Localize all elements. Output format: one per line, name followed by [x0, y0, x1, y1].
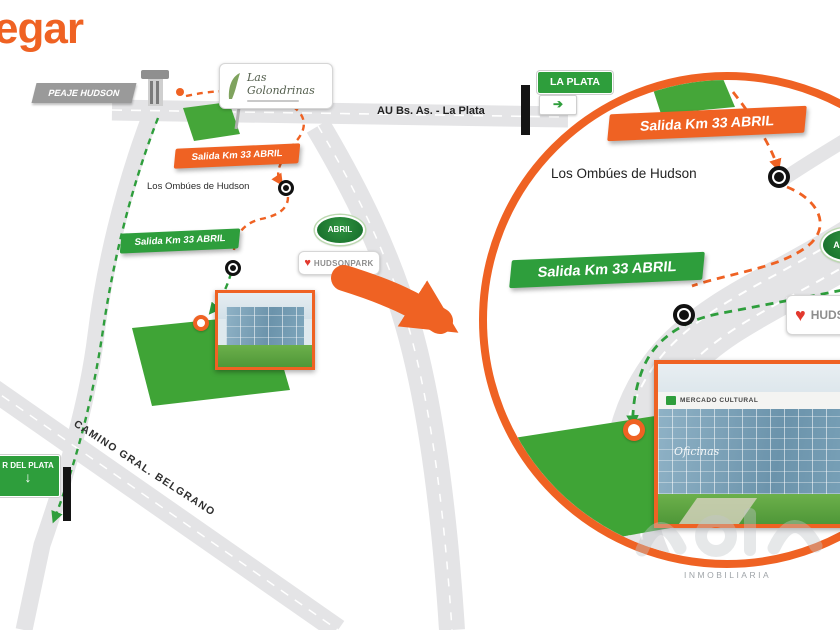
las-golondrinas-label: Las Golondrinas — [247, 70, 315, 97]
property-photo-large: MERCADO CULTURAL Oficinas — [654, 360, 840, 528]
photo-building — [226, 307, 304, 349]
zoom-road-ramp — [778, 135, 840, 186]
ombues-label-small: Los Ombúes de Hudson — [147, 181, 250, 192]
photo-lawn — [218, 345, 312, 367]
zoom-salida-green-label: Salida Km 33 ABRIL — [536, 258, 678, 282]
property-photo-small — [215, 290, 315, 370]
exit-point-marker-orange — [278, 180, 294, 196]
zoom-ombues-label: Los Ombúes de Hudson — [551, 166, 697, 181]
photo-large-lawn — [658, 494, 840, 524]
mar-del-plata-label: R DEL PLATA — [2, 461, 54, 470]
la-plata-sign: LA PLATA — [537, 71, 613, 94]
exit-point-marker-green — [225, 260, 241, 276]
road-left-curved — [15, 108, 160, 630]
zoom-abril-logo-label: ABRIL — [833, 240, 840, 250]
abril-logo-sign: ABRIL — [315, 215, 365, 245]
green-area-small — [183, 102, 240, 141]
down-arrow-icon: ↓ — [24, 469, 32, 485]
salida-orange-label-small: Salida Km 33 ABRIL — [191, 148, 284, 163]
road-diagonal-ramp — [306, 119, 465, 630]
leaf-icon — [228, 73, 240, 99]
las-golondrinas-rule — [247, 99, 299, 102]
highway-label: AU Bs. As. - La Plata — [377, 105, 485, 117]
la-plata-arrow-box: ➔ — [539, 95, 577, 115]
hudson-park-sign: ♥ HUDSONPARK — [298, 251, 380, 275]
peaje-hudson-label: PEAJE HUDSON — [47, 88, 121, 98]
toll-booth-icon — [141, 70, 169, 106]
right-arrow-icon: ➔ — [552, 97, 564, 111]
photo-large-glass: Oficinas — [658, 409, 840, 494]
destination-ring-small — [193, 315, 209, 331]
glass-text: Oficinas — [674, 445, 720, 458]
zoom-green-area-top — [650, 80, 735, 114]
zoom-green-area-bottom — [501, 416, 693, 552]
fascia-sign-label: MERCADO CULTURAL — [680, 397, 759, 404]
mar-del-plata-sign: R DEL PLATA ↓ — [0, 455, 60, 497]
route-orange-dashed — [185, 89, 305, 186]
zoom-route-green — [626, 289, 840, 428]
lawn-path — [678, 498, 758, 524]
route-green-dashed-long — [51, 117, 160, 524]
zoom-hudson-sign: ♥ HUDSON — [786, 295, 840, 335]
zoom-destination-ring — [623, 419, 645, 441]
zoom-heart-icon: ♥ — [795, 305, 806, 325]
abril-logo-label: ABRIL — [327, 225, 353, 234]
fascia-logo-green — [666, 396, 676, 405]
la-plata-label: LA PLATA — [550, 76, 600, 88]
photo-large-fascia: MERCADO CULTURAL — [658, 392, 840, 410]
peaje-hudson-sign: PEAJE HUDSON — [31, 83, 137, 103]
zoom-exit-point-orange — [768, 166, 790, 188]
heart-icon: ♥ — [304, 256, 311, 269]
salida-green-label-small: Salida Km 33 ABRIL — [134, 233, 227, 248]
zoom-hudson-label: HUDSON — [810, 308, 840, 322]
overpass-bar-top — [521, 85, 530, 135]
zoom-map-layer — [501, 80, 840, 560]
overpass-bar-bottom — [63, 467, 71, 521]
hudson-park-label: HUDSONPARK — [313, 258, 374, 268]
las-golondrinas-sign: Las Golondrinas — [219, 63, 333, 109]
page-title-fragment: egar — [0, 4, 84, 53]
zoom-salida-orange-label: Salida Km 33 ABRIL — [639, 112, 775, 134]
zoom-exit-point-green — [673, 304, 695, 326]
